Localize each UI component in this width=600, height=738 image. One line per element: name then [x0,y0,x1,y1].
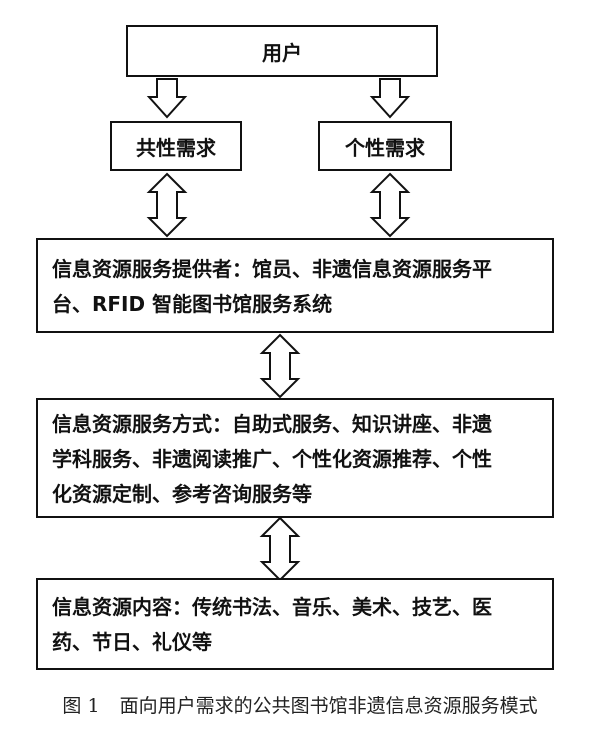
content-box: 信息资源内容：传统书法、音乐、美术、技艺、医 药、节日、礼仪等 [36,578,554,670]
methods-line-1: 信息资源服务方式：自助式服务、知识讲座、非遗 [52,412,492,436]
double-arrow-left [146,172,188,238]
content-line-2: 药、节日、礼仪等 [52,630,212,654]
content-line-1: 信息资源内容：传统书法、音乐、美术、技艺、医 [52,595,492,619]
double-arrow-providers-methods [259,333,301,399]
figure-caption: 图 1 面向用户需求的公共图书馆非遗信息资源服务模式 [0,691,600,718]
methods-line-2: 学科服务、非遗阅读推广、个性化资源推荐、个性 [52,447,492,471]
down-arrow-right [369,78,411,119]
personal-needs-label: 个性需求 [345,135,425,160]
double-arrow-methods-content [259,516,301,582]
common-needs-label: 共性需求 [136,135,216,160]
providers-line-1: 信息资源服务提供者：馆员、非遗信息资源服务平 [52,257,492,281]
figure-number: 图 1 [62,695,100,717]
methods-line-3: 化资源定制、参考咨询服务等 [52,482,312,506]
figure-caption-text: 面向用户需求的公共图书馆非遗信息资源服务模式 [119,695,538,717]
user-box: 用户 [126,25,438,77]
user-box-label: 用户 [262,40,302,65]
providers-box: 信息资源服务提供者：馆员、非遗信息资源服务平 台、RFID 智能图书馆服务系统 [36,238,554,333]
double-arrow-right [369,172,411,238]
methods-box: 信息资源服务方式：自助式服务、知识讲座、非遗 学科服务、非遗阅读推广、个性化资源… [36,398,554,518]
personal-needs-box: 个性需求 [318,121,452,171]
down-arrow-left [146,78,188,119]
common-needs-box: 共性需求 [110,121,242,171]
providers-line-2: 台、RFID 智能图书馆服务系统 [52,292,333,316]
